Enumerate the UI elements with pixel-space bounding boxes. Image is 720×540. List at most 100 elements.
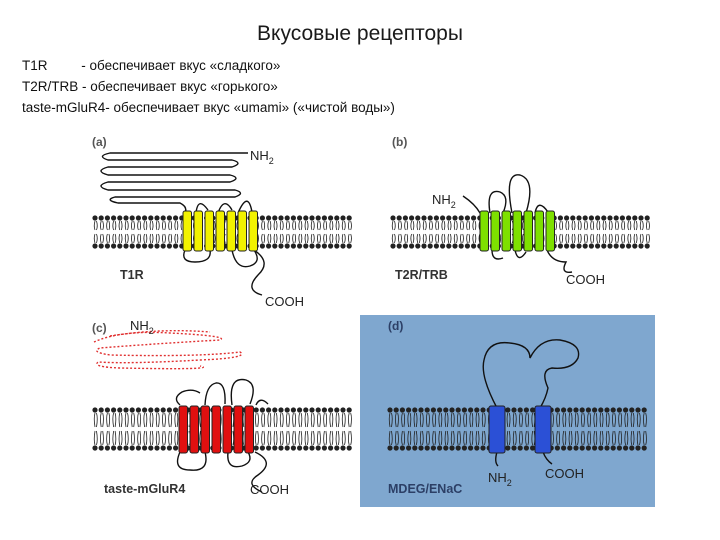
lipid-head [154,215,160,221]
lipid-tail [168,233,170,244]
lipid-tail [620,430,623,446]
lipid-tail [279,233,282,244]
lipid-head [554,407,561,413]
lipid-tail [589,412,592,428]
lipid-tail [131,412,133,428]
lipid-head [427,243,433,249]
lipid-head [98,407,104,413]
lipid-tail [114,430,117,446]
lipid-head [626,243,632,249]
lipid-head [104,445,110,451]
lipid-tail [306,412,309,428]
helix-mglur4 [244,405,254,454]
helix-t1r [204,210,214,252]
lipid-tail [521,412,523,428]
helix-enac [534,405,552,454]
lipid-head [303,215,309,221]
lipid-tail [337,233,340,244]
lipid-head [449,407,455,413]
lipid-tail [162,412,164,428]
lipid-head [387,445,393,451]
lipid-tail [475,430,478,446]
lipid-tail [131,220,133,231]
lipid-tail [431,220,433,231]
lipid-head [406,445,412,451]
lipid-tail [614,430,616,446]
lipid-head [390,215,396,221]
lipid-tail [632,412,635,428]
lipid-tail [460,220,462,231]
lipid-tail [100,412,102,428]
lipid-head [290,243,296,249]
lipid-tail [331,233,334,244]
lipid-head [303,243,309,249]
lipid-head [585,445,592,451]
lipid-tail [512,412,515,428]
lipid-head [297,243,303,249]
lipid-head [576,215,582,221]
lipid-tail [96,430,98,446]
lipid-tail [273,233,276,244]
lipid-tail [344,220,346,231]
lipid-head [458,243,464,249]
helix-t2r [490,210,500,252]
lipid-tail [612,412,614,428]
lipid-tail [515,430,517,446]
lipid-head [523,445,530,451]
lipid-tail [584,233,586,244]
lipid-tail [527,412,530,428]
lipid-head [443,445,449,451]
lipid-tail [350,412,352,428]
panel-a-name: T1R [120,268,144,282]
lipid-tail [335,220,338,231]
lipid-head [635,407,641,413]
lipid-head [613,243,619,249]
lipid-head [154,243,160,249]
lipid-tail [319,233,321,244]
lipid-tail [472,220,474,231]
lipid-head [129,407,135,413]
helix-t2r [534,210,544,252]
lipid-tail [145,430,148,446]
lipid-head [297,407,303,413]
lipid-tail [120,220,123,231]
lipid-tail [422,412,424,428]
lipid-tail [426,430,428,446]
lipid-tail [261,220,263,231]
lipid-tail [133,430,135,446]
lipid-tail [151,233,154,244]
lipid-tail [335,430,338,446]
lipid-tail [621,220,623,231]
lipid-tail [199,412,201,428]
lipid-tail [176,220,179,231]
lipid-head [433,243,439,249]
lipid-tail [174,412,176,428]
lipid-tail [344,233,346,244]
lipid-tail [587,430,589,446]
lipid-head [557,215,564,221]
lipid-head [415,243,421,249]
lipid-tail [331,430,334,446]
lipid-head [321,445,327,451]
lipid-tail [636,430,639,446]
lipid-head [619,243,626,249]
lipid-tail [407,412,409,428]
lipid-head [430,407,436,413]
lipid-tail [261,412,263,428]
lipid-head [92,407,98,413]
lipid-head [399,407,405,413]
lipid-head [303,407,309,413]
lipid-tail [416,220,419,231]
lipid-tail [561,233,564,244]
lipid-tail [317,233,319,244]
lipid-head [278,215,284,221]
lipid-tail [158,412,160,428]
lipid-head [573,445,579,451]
panel-d-tag: (d) [388,319,403,333]
lipid-tail [401,412,403,428]
lipid-head [554,445,561,451]
lipid-tail [139,233,142,244]
lipid-tail [429,233,431,244]
lipid-tail [391,412,393,428]
lipid-head [464,243,470,249]
